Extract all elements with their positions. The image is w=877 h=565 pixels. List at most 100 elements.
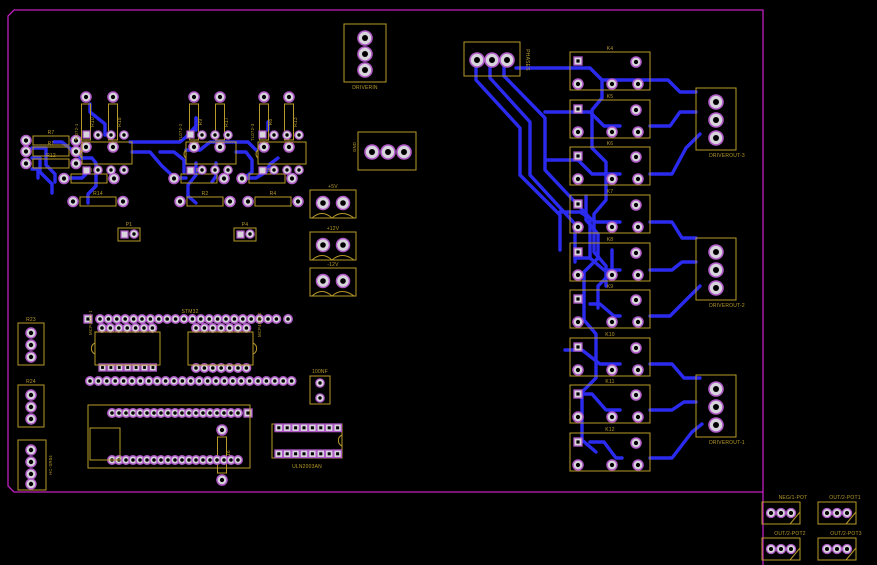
- pad: [93, 376, 104, 386]
- resistor-r13[interactable]: R13: [283, 91, 299, 153]
- connector-driverout-3[interactable]: DRIVEROUT-3: [695, 87, 745, 159]
- capacitor-100nf[interactable]: 100NF: [309, 369, 331, 405]
- connector-r24[interactable]: R24: [17, 379, 45, 428]
- pad: [572, 126, 584, 138]
- pad: [606, 459, 618, 471]
- pad: [224, 323, 235, 333]
- resistor-label: R18: [117, 117, 123, 127]
- connector-out-2-pot2[interactable]: OUT/2-POT2: [761, 531, 806, 561]
- pad: [211, 376, 221, 386]
- relay-label: K11: [605, 379, 614, 385]
- resistor-r14[interactable]: R14: [67, 191, 129, 208]
- pad: [632, 173, 644, 185]
- relay-k11[interactable]: K11: [569, 379, 651, 424]
- resistor-r18[interactable]: R18: [107, 91, 123, 153]
- relay-k8[interactable]: K8: [569, 237, 651, 282]
- pad: [233, 455, 243, 465]
- connector-phases[interactable]: PHASES: [463, 41, 530, 77]
- ic-label-tl072-3: TL072-3: [250, 123, 255, 141]
- pad: [606, 364, 618, 376]
- relay-label: K10: [605, 332, 615, 338]
- pad-square: [299, 449, 309, 459]
- connector-12v-pos[interactable]: +12V: [309, 226, 357, 261]
- pad-square: [243, 408, 253, 418]
- pad: [572, 411, 584, 423]
- ic-tl072-1[interactable]: TL072-1: [74, 123, 133, 175]
- pad: [630, 199, 642, 211]
- resistor-r16[interactable]: R16: [216, 424, 232, 486]
- relay-label: K7: [607, 189, 614, 195]
- connector-gnd[interactable]: GND: [352, 131, 417, 171]
- connector-out-2-pot1[interactable]: OUT/2-POT1: [817, 495, 861, 525]
- connector-neg-1-pot[interactable]: NEG/1-POT: [761, 495, 807, 525]
- resistor-r17[interactable]: R17: [214, 91, 230, 153]
- testpoint-p4[interactable]: P4: [233, 222, 257, 242]
- connector-label-hc-sr04: HC-SR04: [48, 455, 53, 475]
- resistor-r5[interactable]: R5: [236, 168, 298, 185]
- ic-mcp4922-1[interactable]: MCP4922-1: [88, 310, 161, 366]
- relay-k6[interactable]: K6: [569, 141, 651, 186]
- ic-label-tl072-1: TL072-1: [74, 123, 79, 141]
- resistor-r2[interactable]: R2: [174, 191, 236, 208]
- connector-r23[interactable]: R23: [17, 317, 45, 366]
- ic-tl072-2[interactable]: TL072-2: [178, 123, 237, 175]
- pad: [214, 91, 226, 103]
- ic-mcp4922-2[interactable]: MCP4922-2: [187, 312, 262, 366]
- pad: [107, 141, 119, 153]
- pad: [233, 408, 243, 418]
- pad: [191, 455, 201, 465]
- relay-k5[interactable]: K5: [569, 94, 651, 139]
- resistor-r8[interactable]: R8: [258, 91, 274, 153]
- connector-12v-neg[interactable]: -12V: [309, 262, 357, 297]
- resistor-label: R4: [270, 191, 277, 197]
- pad: [135, 376, 146, 386]
- pad: [216, 474, 228, 486]
- pad: [130, 323, 141, 333]
- pad: [212, 314, 223, 324]
- testpoint-p1[interactable]: P1: [117, 222, 141, 242]
- relay-k7[interactable]: K7: [569, 189, 651, 234]
- pad-square: [573, 56, 583, 66]
- ic-uln2003an[interactable]: ULN2003AN: [271, 423, 343, 470]
- connector-driverout-1[interactable]: DRIVEROUT-1: [695, 374, 745, 446]
- connector-hc-sr04[interactable]: HC-SR04: [17, 439, 53, 491]
- pad-square: [316, 423, 326, 433]
- pad: [226, 408, 236, 418]
- pad: [162, 314, 173, 324]
- pad-square: [324, 449, 334, 459]
- resistor-r9[interactable]: R9: [188, 91, 204, 153]
- relay-k4[interactable]: K4: [569, 46, 651, 91]
- pad-square: [282, 449, 292, 459]
- resistor-label: R14: [93, 191, 103, 197]
- pad-square: [123, 363, 132, 372]
- pad-square: [291, 423, 301, 433]
- connector-driverin[interactable]: DRIVERIN: [343, 23, 387, 91]
- pad: [185, 376, 196, 386]
- resistor-r12[interactable]: R12: [20, 153, 82, 170]
- pad: [233, 363, 243, 373]
- resistor-label: R5: [264, 168, 271, 174]
- ic-label-uln2003an: ULN2003AN: [292, 464, 322, 470]
- pad: [244, 376, 255, 386]
- relay-k10[interactable]: K10: [569, 332, 651, 377]
- pad: [632, 221, 644, 233]
- ic-stm32-module[interactable]: [87, 404, 251, 469]
- pad: [572, 221, 584, 233]
- pad: [632, 459, 644, 471]
- connector-driverout-2[interactable]: DRIVEROUT-2: [695, 237, 745, 309]
- connector-5v[interactable]: +5V: [309, 184, 357, 219]
- pad: [107, 91, 119, 103]
- resistor-r4[interactable]: R4: [242, 191, 304, 208]
- pad: [606, 269, 618, 281]
- connector-out-2-pot3[interactable]: OUT/2-POT3: [817, 531, 862, 561]
- pad: [207, 363, 218, 373]
- pad: [271, 314, 282, 324]
- ic-tl072-3[interactable]: TL072-3: [250, 123, 307, 175]
- pad-square: [115, 363, 124, 372]
- relay-k12[interactable]: K12: [569, 427, 651, 472]
- relay-k9[interactable]: K9: [569, 284, 651, 329]
- resistor-r7[interactable]: R7: [20, 130, 82, 147]
- pad-square: [573, 294, 583, 304]
